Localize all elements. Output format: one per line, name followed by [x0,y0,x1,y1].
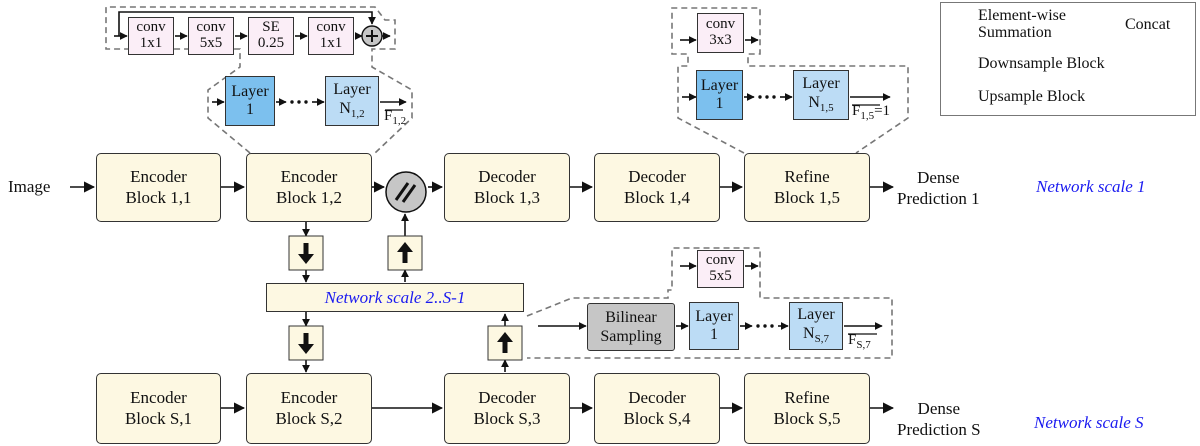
legend-upsample-label: Upsample Block [978,88,1086,105]
downsample-block-2 [288,325,324,361]
network-scale-middle: Network scale 2..S-1 [266,283,524,312]
dec-ellipsis [756,324,774,328]
enc-layer-n: Layer N1,2 [325,76,379,126]
network-scale-1-label: Network scale 1 [1036,177,1146,196]
upsample-block-1 [387,235,423,271]
enc-ellipsis [290,100,308,104]
dec-output-f: FS,7 [848,332,871,351]
decoder-detail-outline [526,247,893,359]
encoder-detail-outline [105,6,413,154]
concat-icon [385,171,427,213]
summation-icon [361,25,383,47]
enc-output-f: F1,2 [384,108,407,127]
dec-layer-n: Layer NS,7 [789,302,843,350]
input-label: Image [8,177,51,196]
network-scale-s-label: Network scale S [1034,413,1144,432]
ref-output-f: F1,5=1 [852,103,891,122]
legend [940,2,1196,116]
refine-detail-outline [671,7,909,154]
ref-layer-n: Layer N1,5 [793,70,849,120]
downsample-block-1 [288,235,324,271]
upsample-block-2 [487,325,523,361]
legend-downsample-label: Downsample Block [978,55,1105,72]
legend-concat-label: Concat [1125,16,1171,33]
skip-connection [118,11,376,36]
ref-ellipsis [758,95,776,99]
